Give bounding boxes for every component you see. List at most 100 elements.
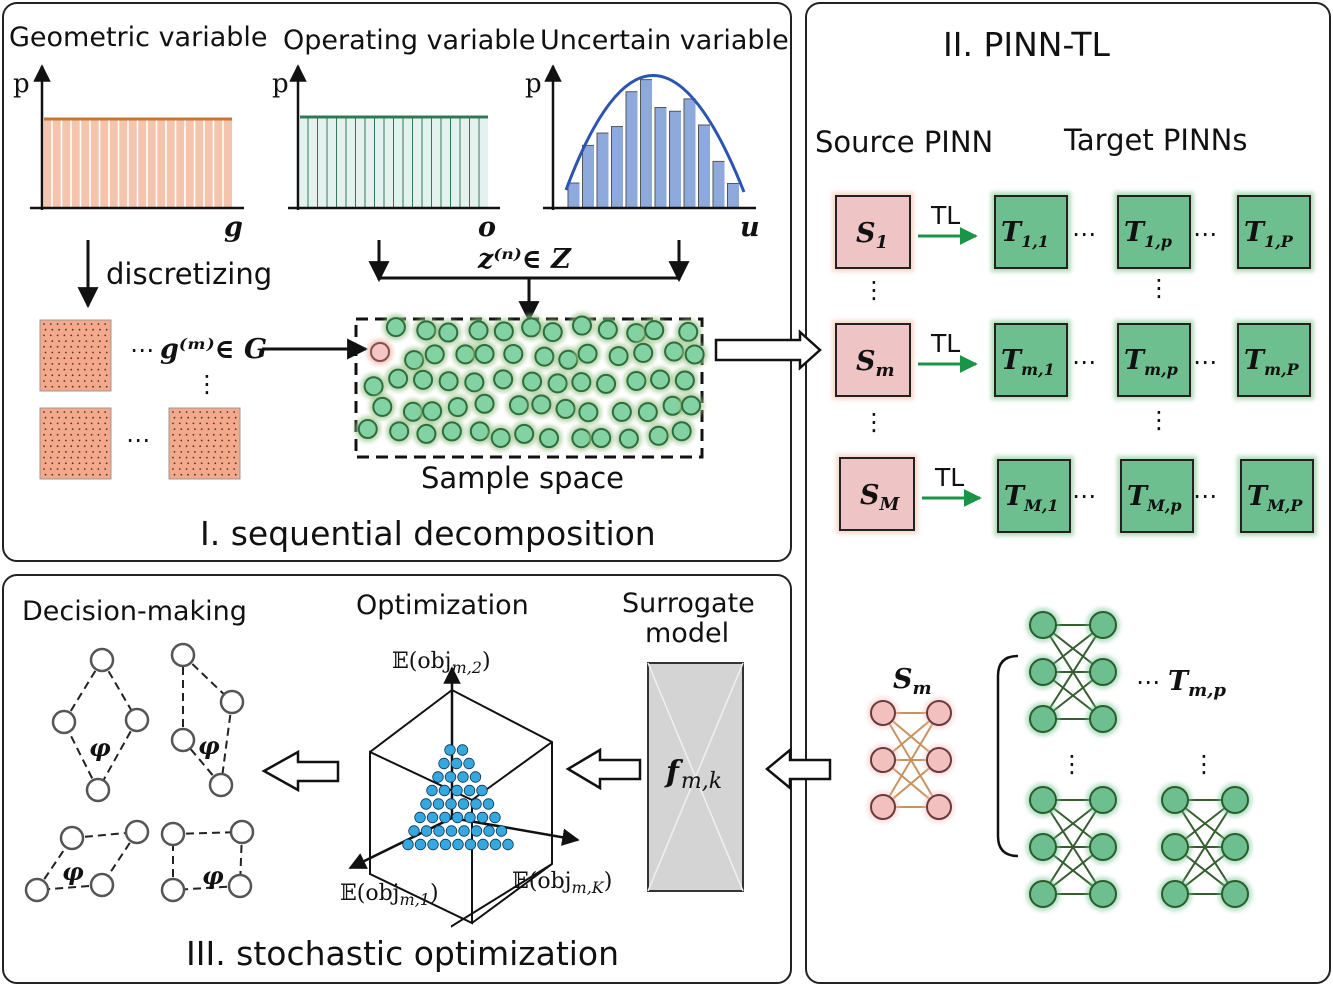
pareto-point [458,825,470,837]
sample-point [534,346,555,367]
geometry-sample-dot [219,411,222,413]
sample-point [664,341,685,362]
sample-point [611,401,632,422]
geometry-sample-dot [51,328,54,331]
geometry-sample-dot [43,445,45,448]
geometry-sample-dot [56,456,59,459]
uncertain-bar [712,160,726,209]
geometry-sample-dot [49,357,52,360]
geometry-sample-dot [77,345,79,348]
geometry-sample-dot [97,422,100,425]
geometry-sample-dot [44,416,47,419]
geometry-sample-dot [77,380,79,382]
geometry-sample-dot [219,445,222,448]
stochastic-optimization-caption: III. stochastic optimization [186,934,619,973]
network-node [1029,705,1057,733]
geometry-sample-dot [58,385,60,388]
geometry-sample-dot [83,334,86,337]
source-pinn-box [835,323,911,397]
sample-space-points [354,312,708,452]
geometry-sample-dot [56,323,59,325]
uncertain-bar-gap [710,120,713,208]
target-pinn-label: TM,p [1127,481,1182,515]
network-node [1029,880,1057,908]
network-illustration [867,608,1252,911]
network-edge [1174,799,1236,895]
geometry-ellipsis-top: ⋯ [130,336,154,364]
sample-point [363,376,384,397]
geometry-sample-dot [92,416,94,419]
decision-node [124,707,150,733]
geometry-sample-dot [44,340,47,342]
target-pinn-label: Tm,p [1124,345,1178,379]
target-pinn-box [997,459,1071,533]
geometry-sample-dot [221,428,224,430]
geometry-sample-dot [221,462,224,465]
target-pinn-label: Tm,1 [1001,345,1055,379]
geometry-sample-dot [85,428,88,430]
target-ellipsis: ⋯ [1072,482,1096,510]
geometry-sample-dot [212,445,215,448]
uncertain-pdf-curve [564,74,746,193]
pareto-point [445,798,457,810]
network-node [870,794,896,820]
geometry-sample-dot [97,334,100,337]
panel-pinn-tl [805,2,1331,984]
source-pinn-label: Source PINN [815,125,993,159]
geometry-sample-dot [194,451,196,453]
axis-top-label: 𝔼(objm,2) [392,649,491,677]
geometry-sample-square [39,319,112,392]
geometry-sample-dot [71,374,74,377]
geometry-sample-dot [56,468,59,470]
geometry-sample-dot [85,374,88,377]
geometry-sample-dot [105,385,108,388]
geometry-sample-dot [187,462,190,465]
geometry-sample-dot [172,411,174,413]
sample-point [503,343,524,364]
geometry-sample-dot [228,439,230,442]
surrogate-label-2: model [645,618,729,649]
geometry-sample-dot [187,473,190,476]
geometry-sample-dot [77,468,79,470]
geometry-sample-dot [90,433,93,436]
network-node [1089,658,1117,686]
uncertain-bar [582,144,596,209]
geometry-sample-dot [214,439,217,442]
geometry-sample-dot [43,345,45,348]
geometry-sample-dot [56,411,59,413]
geometry-sample-dot [71,351,74,354]
geometry-sample-dot [226,468,229,470]
geometry-sample-dot [207,439,210,442]
geometry-sample-dot [43,323,45,325]
grid-vdots: ⋮ [862,276,886,304]
geometry-sample-dot [90,368,93,371]
network-node [1161,833,1189,861]
sample-point [438,322,459,343]
source-pinn-label: Sm [856,346,895,381]
geometry-sample-dot [99,416,101,419]
decision-node [160,877,186,903]
geometry-sample-dot [51,416,54,419]
sample-point [404,350,425,371]
geometry-sample-dot [104,357,107,360]
network-node [1221,833,1249,861]
pareto-point [444,771,457,783]
geometry-sample-dot [199,468,202,470]
axis-left-label: 𝔼(objm,1) [340,881,439,909]
geometry-sample-dot [194,439,196,442]
geometry-sample-dot [178,468,181,470]
geometry-sample-dot [206,456,208,459]
sample-point [474,393,495,414]
geometry-sample-dot [90,380,93,382]
geometry-sample-dot [83,411,86,413]
geometry-sample-dot [207,462,210,465]
phi-label-1: φ [89,733,111,762]
geometry-sample-dot [44,328,47,331]
geometry-sample-dot [85,473,88,476]
geometry-sample-dot [78,428,81,430]
target-pinn-label: TM,P [1247,481,1303,515]
pinn-tl-title: II. PINN-TL [943,25,1110,64]
geometry-sample-dot [219,456,222,459]
decision-shapes [24,642,255,903]
geometry-sample-dot [199,456,202,459]
